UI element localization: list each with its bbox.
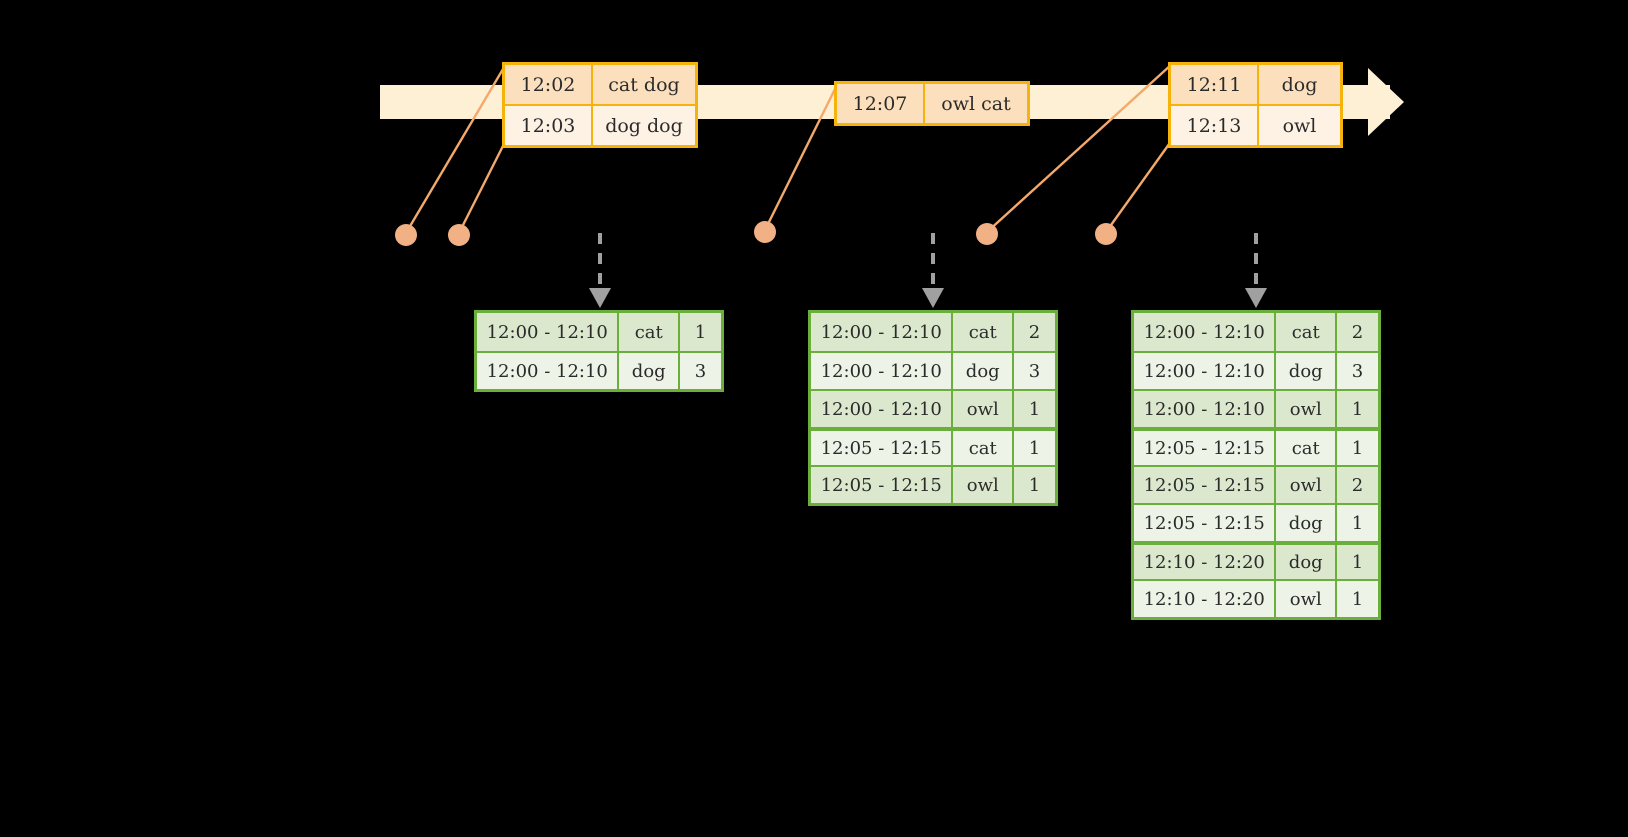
window-range-cell: 12:10 - 12:20 <box>1134 581 1277 617</box>
word-key-cell: owl <box>953 391 1015 427</box>
word-key-cell: dog <box>953 353 1015 389</box>
window-range-cell: 12:05 - 12:15 <box>1134 431 1277 465</box>
word-key-cell: owl <box>1276 391 1338 427</box>
connector-dot-4 <box>976 223 998 245</box>
connector-dot-3 <box>754 221 776 243</box>
event-box-2: 12:07 owl cat <box>834 81 1030 126</box>
window-range-cell: 12:00 - 12:10 <box>811 391 954 427</box>
event-payload: cat dog <box>608 73 680 96</box>
word-key-cell: dog <box>1276 545 1338 579</box>
event-timestamp: 12:03 <box>505 106 593 145</box>
event-timestamp: 12:11 <box>1171 65 1259 104</box>
event-box-1: 12:02 cat dog 12:03 dog dog <box>502 62 698 148</box>
count-cell: 1 <box>1028 474 1041 496</box>
count-cell: 1 <box>1351 437 1364 459</box>
count-cell: 1 <box>1351 512 1364 534</box>
word-key-cell: cat <box>619 313 681 351</box>
connector-dot-5 <box>1095 223 1117 245</box>
connector-line-1 <box>404 62 508 235</box>
event-row: 12:02 cat dog <box>505 65 695 104</box>
window-range-cell: 12:00 - 12:10 <box>811 353 954 389</box>
count-cell: 1 <box>694 321 707 343</box>
window-range-cell: 12:00 - 12:10 <box>477 353 620 389</box>
event-row: 12:11 dog <box>1171 65 1340 104</box>
word-key-cell: dog <box>1276 353 1338 389</box>
word-key-cell: cat <box>1276 431 1338 465</box>
event-payload: dog dog <box>605 114 683 137</box>
event-timestamp: 12:02 <box>505 65 593 104</box>
count-cell: 1 <box>1028 437 1041 459</box>
count-cell: 2 <box>1028 321 1041 343</box>
event-timestamp: 12:07 <box>837 84 925 123</box>
count-cell: 2 <box>1351 474 1364 496</box>
count-cell: 3 <box>694 360 707 382</box>
event-payload: owl <box>1282 114 1317 137</box>
window-range-cell: 12:00 - 12:10 <box>477 313 620 351</box>
down-arrow-1 <box>589 233 611 308</box>
count-cell: 3 <box>1351 360 1364 382</box>
word-key-cell: owl <box>1276 581 1338 617</box>
word-key-cell: cat <box>953 313 1015 351</box>
count-cell: 1 <box>1351 551 1364 573</box>
word-key-cell: cat <box>1276 313 1338 351</box>
window-range-cell: 12:05 - 12:15 <box>1134 505 1277 541</box>
connector-dot-1 <box>395 224 417 246</box>
event-row: 12:13 owl <box>1171 104 1340 145</box>
window-range-cell: 12:00 - 12:10 <box>1134 313 1277 351</box>
event-row: 12:07 owl cat <box>837 84 1027 123</box>
down-arrow-2 <box>922 233 944 308</box>
word-key-cell: cat <box>953 431 1015 465</box>
event-row: 12:03 dog dog <box>505 104 695 145</box>
connector-line-3 <box>763 81 840 232</box>
window-range-cell: 12:10 - 12:20 <box>1134 545 1277 579</box>
word-key-cell: owl <box>1276 467 1338 503</box>
event-box-3: 12:11 dog 12:13 owl <box>1168 62 1343 148</box>
event-timestamp: 12:13 <box>1171 106 1259 145</box>
window-range-cell: 12:05 - 12:15 <box>811 431 954 465</box>
window-range-cell: 12:00 - 12:10 <box>811 313 954 351</box>
word-key-cell: dog <box>1276 505 1338 541</box>
count-cell: 2 <box>1351 321 1364 343</box>
event-payload: owl cat <box>941 92 1011 115</box>
down-arrow-3 <box>1245 233 1267 308</box>
word-key-cell: dog <box>619 353 681 389</box>
emit-arrows <box>589 233 1267 308</box>
count-cell: 1 <box>1351 588 1364 610</box>
connector-dots <box>395 221 1117 246</box>
window-range-cell: 12:05 - 12:15 <box>811 467 954 503</box>
event-payload: dog <box>1281 73 1318 96</box>
count-cell: 1 <box>1351 398 1364 420</box>
window-range-cell: 12:00 - 12:10 <box>1134 391 1277 427</box>
count-cell: 3 <box>1028 360 1041 382</box>
window-range-cell: 12:00 - 12:10 <box>1134 353 1277 389</box>
connector-line-5 <box>1104 138 1174 234</box>
connector-line-2 <box>457 138 508 235</box>
window-range-cell: 12:05 - 12:15 <box>1134 467 1277 503</box>
connector-dot-2 <box>448 224 470 246</box>
count-cell: 1 <box>1028 398 1041 420</box>
word-key-cell: owl <box>953 467 1015 503</box>
